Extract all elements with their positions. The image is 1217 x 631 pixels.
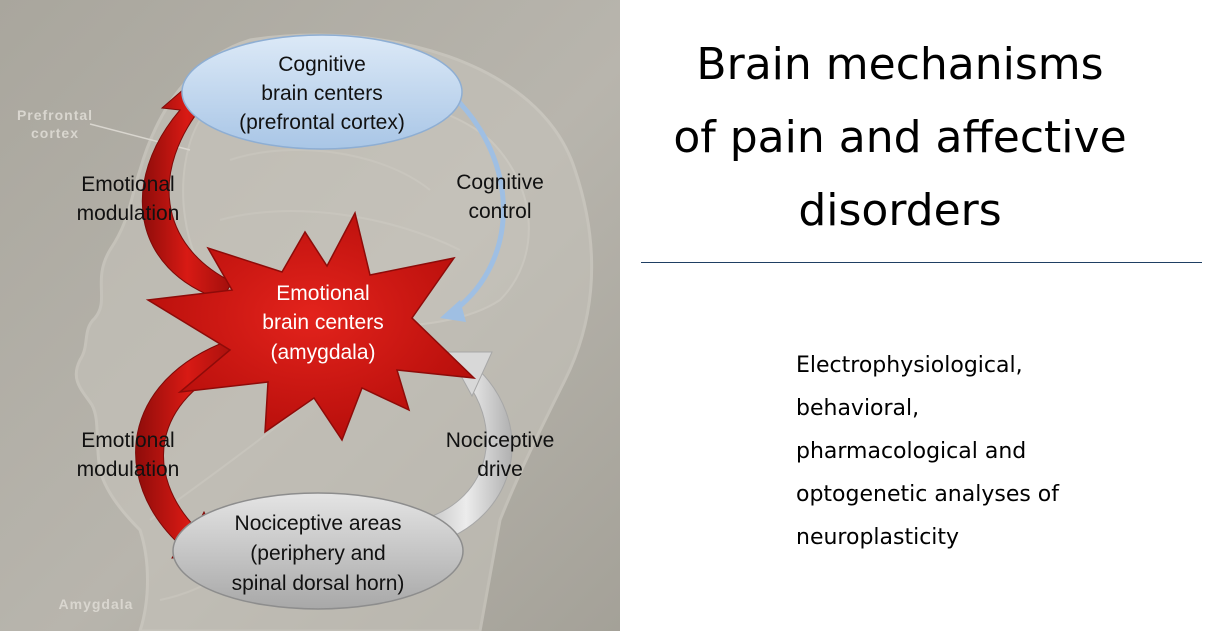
emotional-modulation-lower-line1: Emotional [81,429,174,452]
prefrontal-label-line2: cortex [31,125,79,141]
cognitive-node-line2: brain centers [261,82,382,105]
slide-title: Brain mechanisms of pain and affective d… [640,28,1160,247]
cognitive-node-line1: Cognitive [278,53,366,76]
prefrontal-label-line1: Prefrontal [17,107,93,123]
diagram-canvas: Prefrontal cortex Amygdala Cognitive bra… [0,0,620,631]
slide-subtitle: Electrophysiological, behavioral, pharma… [796,344,1196,559]
nociceptive-node-line1: Nociceptive areas [235,512,402,535]
nociceptive-node-line3: spinal dorsal horn) [232,572,405,595]
slide-subtitle-line3: pharmacological and [796,439,1027,464]
nociceptive-node: Nociceptive areas (periphery and spinal … [172,492,464,610]
nociceptive-drive-line1: Nociceptive [446,429,555,452]
emotional-modulation-upper-label: Emotional modulation [77,173,180,225]
cognitive-control-line2: control [468,200,531,223]
emotional-modulation-upper-line1: Emotional [81,173,174,196]
cognitive-node-line3: (prefrontal cortex) [239,111,405,134]
nociceptive-drive-line2: drive [477,458,523,481]
slide-subtitle-line1: Electrophysiological, [796,353,1023,378]
emotional-modulation-lower-label: Emotional modulation [77,429,180,481]
slide-subtitle-line5: neuroplasticity [796,525,960,550]
slide-subtitle-line2: behavioral, [796,396,920,421]
emotional-node-line3: (amygdala) [270,341,375,364]
emotional-modulation-upper-line2: modulation [77,202,180,225]
nociceptive-drive-label: Nociceptive drive [446,429,555,481]
nociceptive-node-line2: (periphery and [250,542,385,565]
slide-title-line2: of pain and affective [673,112,1127,163]
slide-title-line3: disorders [798,185,1002,236]
brain-diagram: Prefrontal cortex Amygdala Cognitive bra… [0,0,620,631]
amygdala-label: Amygdala [59,596,134,612]
title-divider [641,262,1202,263]
emotional-node: Emotional brain centers (amygdala) [145,210,477,442]
emotional-modulation-lower-line2: modulation [77,458,180,481]
emotional-node-line2: brain centers [262,311,383,334]
cognitive-node: Cognitive brain centers (prefrontal cort… [181,34,463,150]
slide-title-line1: Brain mechanisms [696,39,1104,90]
cognitive-control-line1: Cognitive [456,171,544,194]
slide-subtitle-line4: optogenetic analyses of [796,482,1060,507]
cognitive-control-label: Cognitive control [456,171,544,223]
emotional-node-line1: Emotional [276,282,369,305]
cognitive-control-arrow [440,93,506,322]
